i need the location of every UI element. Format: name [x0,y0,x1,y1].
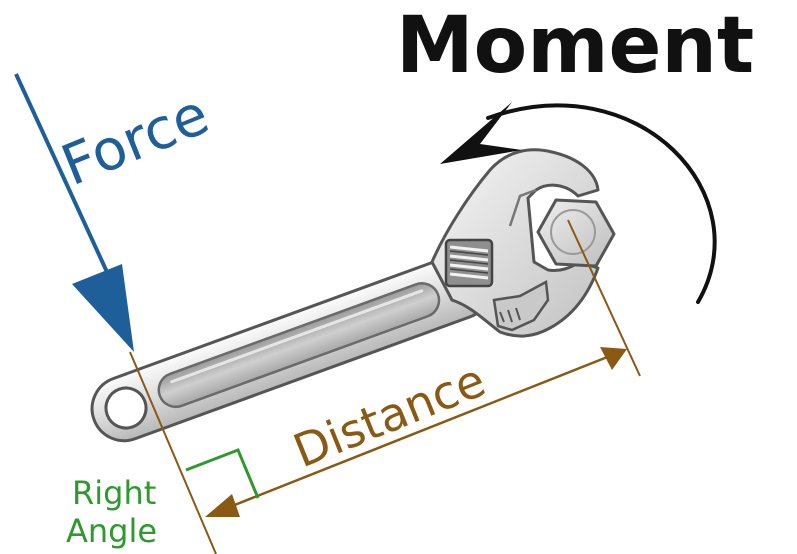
handle-slot [157,282,441,409]
distance-guides [129,219,641,554]
right-angle-marker [185,448,260,499]
force-arrowhead [72,264,134,352]
force-label: Force [53,82,218,199]
moment-arrow [440,102,717,304]
pivot-line [567,219,641,377]
wrench [90,148,616,443]
hanging-hole [104,386,148,430]
distance-arrowhead-left [205,494,240,517]
distance-arrowhead-right [600,347,627,370]
moment-arrowhead [440,102,522,164]
movable-jaw [492,280,550,332]
diagram-title: Moment [396,1,754,91]
right-angle-label-line2: Angle [66,512,157,550]
wrench-handle [90,253,493,443]
distance-arrow-line [221,350,621,512]
force-arrow [14,73,134,352]
lever-end-line [129,351,217,554]
right-angle-label-line1: Right [72,474,156,512]
worm-screw [444,238,494,288]
